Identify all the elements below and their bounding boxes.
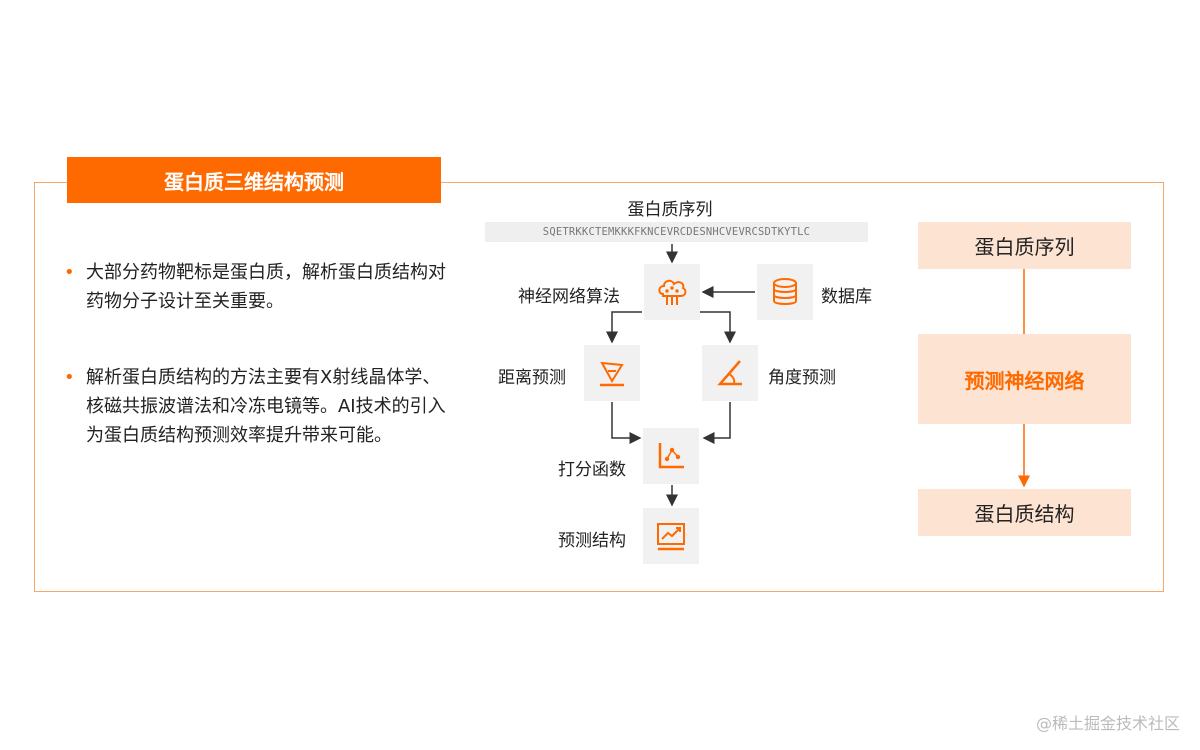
distance-node bbox=[584, 345, 640, 401]
bullet-text: 大部分药物靶标是蛋白质，解析蛋白质结构对药物分子设计至关重要。 bbox=[86, 262, 446, 312]
bullet-list: • 大部分药物靶标是蛋白质，解析蛋白质结构对药物分子设计至关重要。 • 解析蛋白… bbox=[62, 258, 452, 497]
predicted-structure-label: 预测结构 bbox=[558, 531, 626, 551]
sequence-string: SQETRKKCTEMKKKFKNCEVRCDESNHCVEVRCSDTKYTL… bbox=[485, 222, 868, 242]
bullet-dot-icon: • bbox=[64, 262, 75, 283]
content-frame bbox=[34, 182, 1164, 592]
angle-label: 角度预测 bbox=[768, 368, 836, 388]
distance-label: 距离预测 bbox=[498, 368, 566, 388]
database-label: 数据库 bbox=[821, 287, 872, 307]
scoring-label: 打分函数 bbox=[558, 460, 626, 480]
bullet-item: • 解析蛋白质结构的方法主要有X射线晶体学、核磁共振波谱法和冷冻电镜等。AI技术… bbox=[62, 363, 452, 450]
pipeline-step-sequence: 蛋白质序列 bbox=[918, 222, 1131, 269]
neural-network-node bbox=[644, 264, 700, 320]
scatter-plot-icon bbox=[658, 443, 684, 469]
angle-icon bbox=[717, 360, 742, 386]
watermark: @稀土掘金技术社区 bbox=[1035, 714, 1180, 733]
trend-chart-icon bbox=[657, 523, 685, 551]
pipeline-step-structure: 蛋白质结构 bbox=[918, 489, 1131, 536]
angle-node bbox=[702, 345, 758, 401]
scoring-node bbox=[643, 428, 699, 484]
database-node bbox=[757, 264, 813, 320]
bullet-dot-icon: • bbox=[64, 367, 75, 388]
distance-icon bbox=[600, 361, 624, 387]
brain-network-icon bbox=[658, 279, 687, 305]
pipeline-step-neural-network: 预测神经网络 bbox=[918, 334, 1131, 424]
bullet-text: 解析蛋白质结构的方法主要有X射线晶体学、核磁共振波谱法和冷冻电镜等。AI技术的引… bbox=[86, 367, 446, 446]
predicted-structure-node bbox=[643, 508, 699, 564]
database-icon bbox=[773, 278, 797, 305]
bullet-item: • 大部分药物靶标是蛋白质，解析蛋白质结构对药物分子设计至关重要。 bbox=[62, 258, 452, 316]
sequence-title: 蛋白质序列 bbox=[627, 200, 713, 220]
section-title: 蛋白质三维结构预测 bbox=[67, 157, 441, 203]
neural-algorithm-label: 神经网络算法 bbox=[518, 287, 620, 307]
